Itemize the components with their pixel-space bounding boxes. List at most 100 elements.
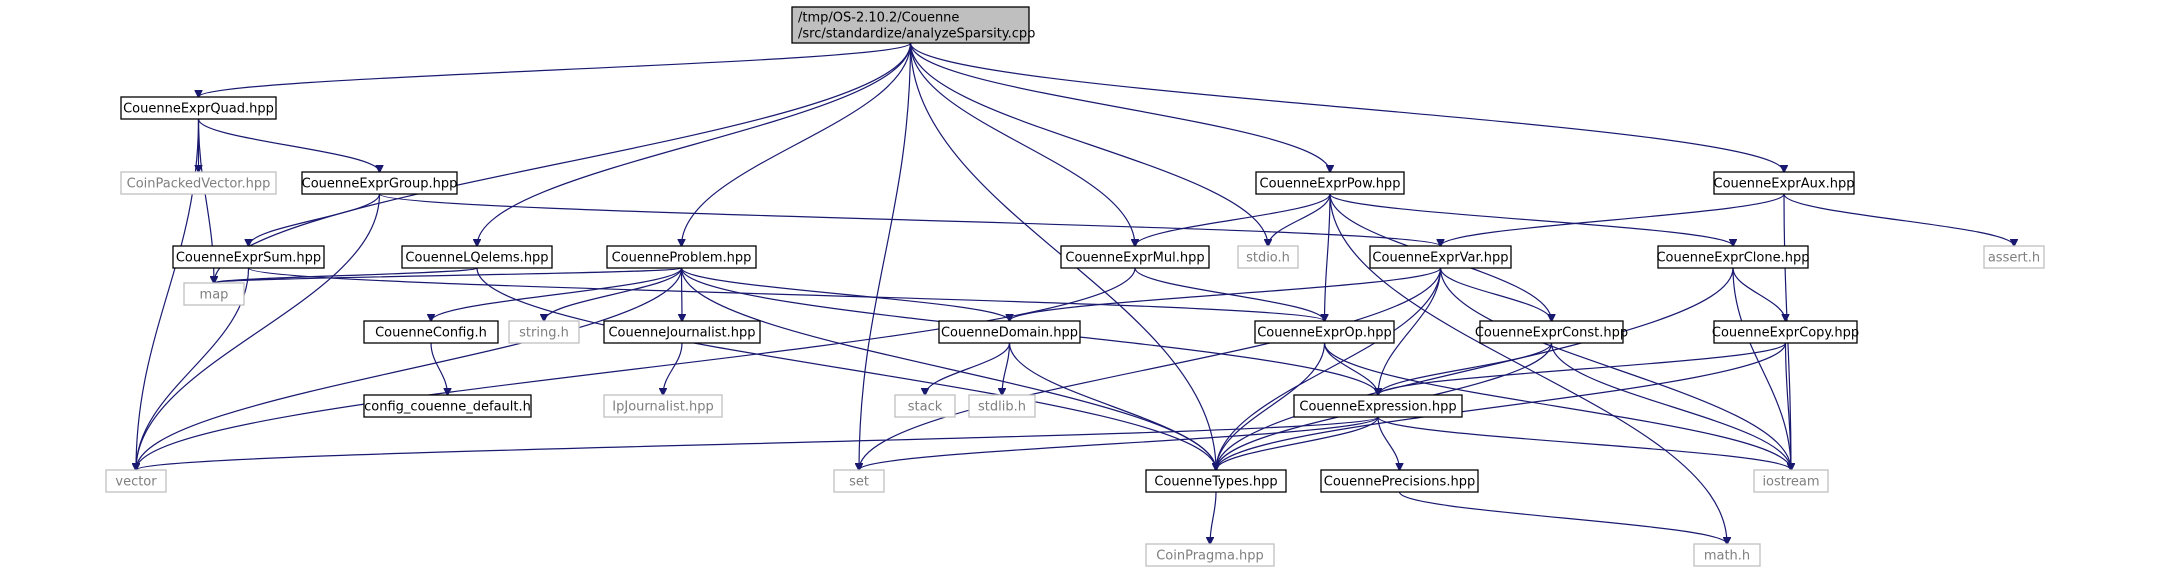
node-label: /tmp/OS-2.10.2/Couenne [798,11,959,26]
node-stdio: stdio.h [1237,245,1299,269]
edge-config-to-configdef [430,342,448,395]
edge-lq-to-map [214,267,478,283]
node-label: CouenneExprMul.hpp [1065,251,1204,266]
node-label: set [849,475,869,490]
node-quad[interactable]: CouenneExprQuad.hpp [120,96,277,120]
node-iostream: iostream [1753,469,1829,493]
edge-domain-to-stdlib [1002,342,1011,395]
edge-var-to-expression [1378,267,1442,395]
node-var[interactable]: CouenneExprVar.hpp [1369,245,1512,269]
node-op[interactable]: CouenneExprOp.hpp [1254,320,1395,344]
edge-var-to-set [859,267,1442,470]
edge-problem-to-vector [136,267,683,470]
edge-pow-to-mul [1135,193,1331,246]
node-box [508,320,580,344]
node-box [894,394,956,418]
edge-expression-to-types [1216,416,1379,470]
edge-aux-to-assert [1783,193,2014,246]
node-config[interactable]: CouenneConfig.h [363,320,499,344]
node-group[interactable]: CouenneExprGroup.hpp [301,171,458,195]
node-box [1713,320,1858,344]
node-box [172,245,325,269]
node-types[interactable]: CouenneTypes.hpp [1145,469,1287,493]
edge-problem-to-stringh [544,267,683,321]
node-label: CouenneExpression.hpp [1299,400,1456,415]
node-box [401,245,553,269]
edge-problem-to-domain [680,267,1010,321]
edge-const-to-expression [1378,342,1553,395]
node-expression[interactable]: CouenneExpression.hpp [1293,394,1463,418]
node-label: assert.h [1988,251,2040,266]
node-clone[interactable]: CouenneExprClone.hpp [1656,245,1810,269]
node-label: CouenneProblem.hpp [612,251,752,266]
node-pow[interactable]: CouenneExprPow.hpp [1255,171,1405,195]
edge-pow-to-math [1329,193,1727,544]
edge-layer [136,42,2014,544]
edge-precisions-to-math [1398,491,1728,544]
edge-pow-to-stdio [1268,193,1331,246]
node-box [1145,543,1275,567]
node-problem[interactable]: CouenneProblem.hpp [606,245,757,269]
node-box [1713,171,1855,195]
node-box [363,320,499,344]
node-label: CouenneExprPow.hpp [1260,177,1401,192]
edge-root-to-stdio [909,42,1269,246]
node-label: CouenneExprQuad.hpp [123,102,274,117]
edge-expression-to-iostream [1377,416,1791,470]
node-label: CouenneTypes.hpp [1154,475,1277,490]
node-box [1479,320,1624,344]
edge-problem-to-map [214,267,683,283]
node-stack: stack [894,394,956,418]
node-box [1657,245,1809,269]
node-configdef[interactable]: config_couenne_default.h [363,394,532,418]
node-box [120,96,277,120]
node-label: vector [115,475,157,490]
edge-problem-to-journalist [682,267,683,321]
node-box [1254,320,1395,344]
edge-var-to-const [1439,267,1552,321]
node-lq[interactable]: CouenneLQelems.hpp [401,245,553,269]
edge-copy-to-types [1216,342,1787,470]
node-precisions[interactable]: CouennePrecisions.hpp [1320,469,1479,493]
node-sum[interactable]: CouenneExprSum.hpp [172,245,325,269]
node-ipjournalist: IpJournalist.hpp [603,394,723,418]
node-box [791,6,1030,44]
node-root[interactable]: /tmp/OS-2.10.2/Couenne/src/standardize/a… [791,6,1035,44]
node-domain[interactable]: CouenneDomain.hpp [938,320,1081,344]
edge-root-to-quad [199,42,912,97]
edge-root-to-pow [909,42,1331,172]
node-label: CouenneExprAux.hpp [1714,177,1855,192]
edge-group-to-vector [136,193,381,470]
edge-types-to-coinpragma [1210,491,1217,544]
node-box [301,171,458,195]
node-label: CouenneExprVar.hpp [1372,251,1508,266]
edge-group-to-sum [249,193,381,246]
node-label: CoinPackedVector.hpp [127,177,271,192]
node-box [1693,543,1761,567]
node-set: set [833,469,885,493]
node-label: CouenneJournalist.hpp [608,326,755,341]
edge-const-to-iostream [1550,342,1792,470]
edge-group-to-var [378,193,1441,246]
node-label: CouenneDomain.hpp [941,326,1078,341]
node-const[interactable]: CouenneExprConst.hpp [1475,320,1628,344]
edge-problem-to-config [431,267,683,321]
edge-pow-to-op [1325,193,1331,321]
node-label: CouenneExprOp.hpp [1257,326,1392,341]
edge-mul-to-vector [136,267,1136,470]
node-label: CouenneExprClone.hpp [1656,251,1809,266]
edge-lq-to-types [476,267,1216,470]
node-label: CouenneLQelems.hpp [405,251,548,266]
edge-expression-to-vector [136,416,1379,470]
node-box [833,469,885,493]
edge-op-to-types [1216,342,1326,470]
edge-problem-to-types [680,267,1217,470]
node-copy[interactable]: CouenneExprCopy.hpp [1712,320,1859,344]
node-box [1293,394,1463,418]
edge-root-to-set [859,42,912,470]
node-journalist[interactable]: CouenneJournalist.hpp [603,320,761,344]
node-mul[interactable]: CouenneExprMul.hpp [1060,245,1210,269]
node-aux[interactable]: CouenneExprAux.hpp [1713,171,1855,195]
edge-root-to-problem [682,42,912,246]
node-box [968,394,1036,418]
